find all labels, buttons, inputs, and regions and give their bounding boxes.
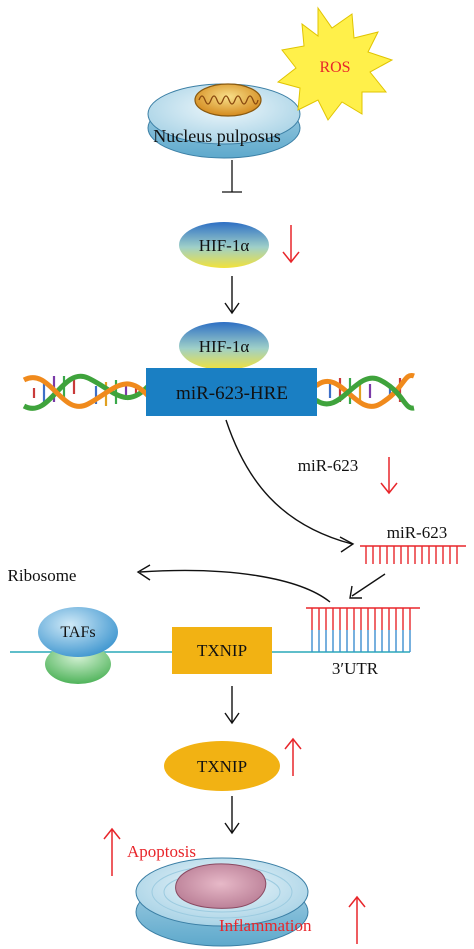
inflammation-label: Inflammation [219,916,312,935]
ros-burst [276,6,394,121]
up-arrow-inflammation [348,895,366,944]
arrowhead-to-ribosome [136,564,151,581]
arrow-protein-to-disc [224,796,240,835]
up-arrow-txnip [284,737,302,776]
mir623-strand-label: miR-623 [387,523,447,542]
hif1a-oval-top [179,222,269,268]
nucleus-pulposus-label: Nucleus pulposus [153,126,281,146]
arrow-mir623-to-utr [349,573,386,599]
arrowhead-hre-to-mir623 [339,536,355,553]
apoptosis-label: Apoptosis [127,842,196,861]
down-arrow-mir623 [380,457,398,495]
hif1a-label-dna: HIF-1α [199,337,250,356]
txnip-mrna-box [172,627,272,674]
hif1a-oval-dna [179,322,269,370]
ribosome-label: Ribosome [8,566,77,585]
mir623-label-side: miR-623 [298,456,358,475]
utr-mirna-duplex [306,607,420,652]
up-arrow-apoptosis [103,827,121,876]
txnip-mrna-label: TXNIP [197,641,247,660]
arrow-hif-to-dna [224,276,240,315]
arrow-mrna-to-protein [224,686,240,725]
dna-helix-left [22,373,152,411]
mir623-hre-box [146,368,317,416]
ribosome-shape [38,607,118,684]
hif1a-label-top: HIF-1α [199,236,250,255]
arrow-to-ribosome [139,569,331,603]
ros-label: ROS [319,59,350,76]
dna-helix-right [314,373,415,411]
down-arrow-hif [282,225,300,264]
mir623-strand [360,545,466,564]
mitochondrion-icon [194,83,262,117]
tafs-label: TAFs [60,624,95,641]
intervertebral-disc [135,857,309,947]
utr-label: 3′UTR [332,659,379,678]
txnip-protein-oval [164,741,280,791]
inhibition-line [222,160,242,193]
arrow-hre-to-mir623 [225,419,353,545]
mir623-hre-label: miR-623-HRE [176,383,288,404]
txnip-protein-label: TXNIP [197,757,247,776]
